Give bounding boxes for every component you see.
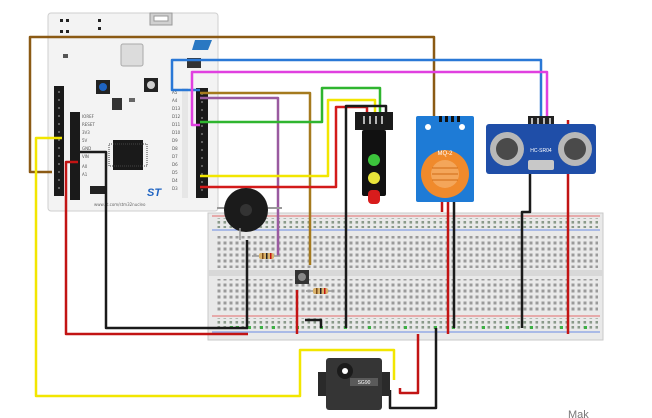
svg-text:GND: GND [82, 146, 91, 151]
wires [28, 35, 570, 410]
breadboard [207, 212, 604, 341]
svg-text:D8: D8 [172, 146, 178, 151]
st-logo: ST [147, 187, 162, 199]
svg-text:D11: D11 [172, 122, 181, 127]
ultrasonic-label: HC-SR04 [530, 148, 552, 154]
svg-text:A4: A4 [172, 98, 178, 103]
svg-text:D13: D13 [172, 106, 181, 111]
gas-sensor-label: MQ-2 [438, 151, 454, 157]
svg-text:D9: D9 [172, 138, 178, 143]
watermark-text: Mak [568, 409, 589, 418]
svg-text:A1: A1 [82, 172, 88, 177]
servo-motor: SG90 [318, 358, 390, 410]
svg-text:VIN: VIN [82, 154, 89, 159]
svg-text:D3: D3 [172, 186, 178, 191]
svg-text:D4: D4 [172, 178, 178, 183]
pushbutton [295, 270, 309, 284]
svg-text:D6: D6 [172, 162, 178, 167]
servo-label: SG90 [358, 380, 371, 386]
svg-text:D5: D5 [172, 170, 178, 175]
svg-text:3V3: 3V3 [82, 130, 90, 135]
svg-text:D12: D12 [172, 114, 181, 119]
svg-text:D10: D10 [172, 130, 181, 135]
gas-sensor-module: MQ-2 [416, 116, 474, 202]
svg-text:RESET: RESET [82, 122, 95, 127]
buzzer [217, 188, 282, 240]
resistor-1 [252, 253, 280, 259]
board-url: www.st.com/stm32nucleo [94, 202, 146, 207]
resistor-2 [306, 288, 334, 294]
svg-text:IOREF: IOREF [82, 114, 95, 119]
svg-text:A5: A5 [172, 90, 178, 95]
svg-text:D7: D7 [172, 154, 178, 159]
ultrasonic-module: HC-SR04 [486, 116, 596, 174]
svg-text:A0: A0 [82, 164, 88, 169]
svg-text:5V: 5V [82, 138, 88, 143]
traffic-light-module [355, 112, 393, 204]
